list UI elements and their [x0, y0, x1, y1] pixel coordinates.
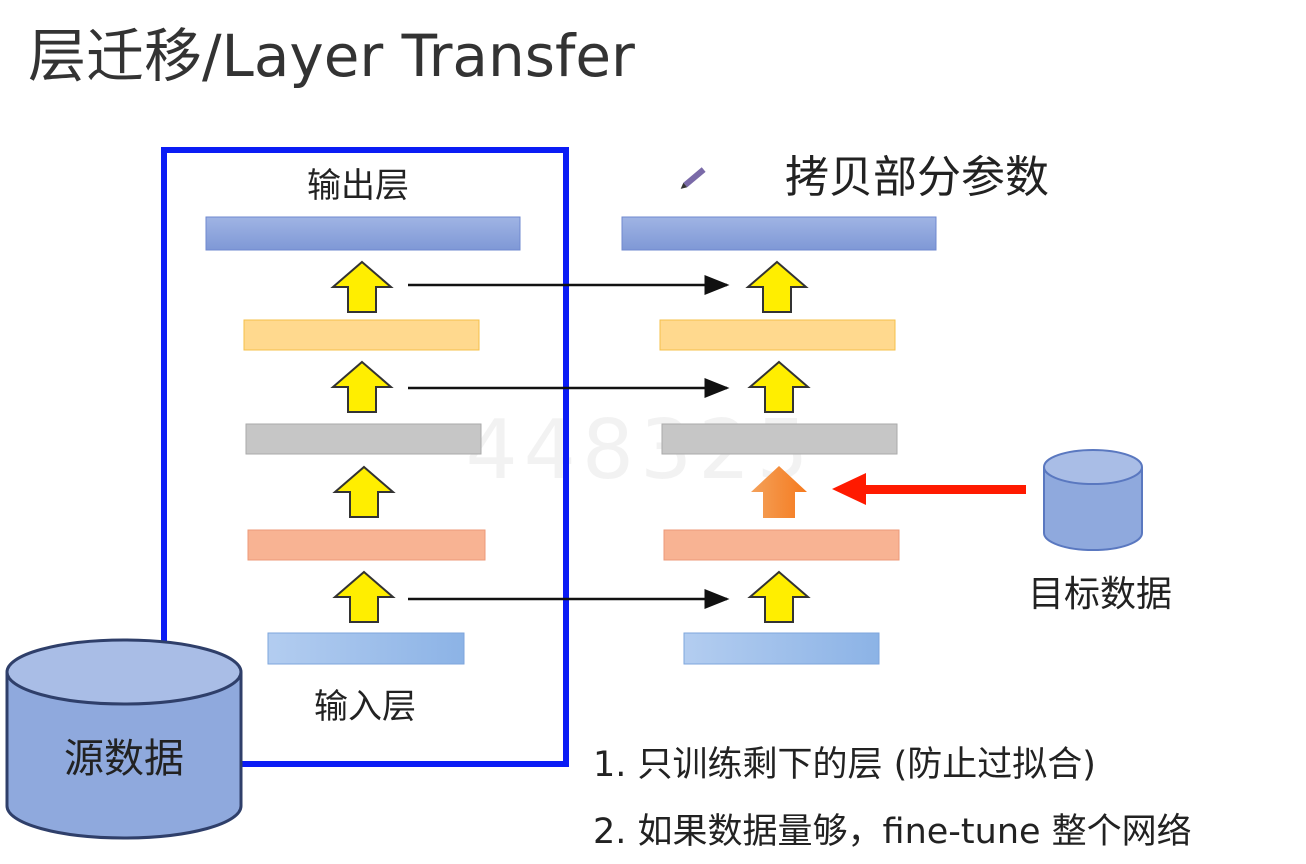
copy-params-label: 拷贝部分参数 — [785, 152, 1049, 203]
up-arrow-icon — [332, 261, 392, 313]
note-1: 1. 只训练剩下的层 (防止过拟合) — [593, 745, 1096, 785]
source-input-layer — [267, 632, 465, 665]
output-layer-label: 输出层 — [307, 166, 409, 206]
target-hidden-layer-1 — [663, 529, 900, 561]
up-arrow-icon — [334, 466, 394, 518]
up-arrow-icon — [747, 261, 807, 313]
input-layer-label: 输入层 — [314, 687, 416, 727]
note-2: 2. 如果数据量够，fine-tune 整个网络 — [593, 812, 1192, 852]
trained-up-arrow-icon — [751, 466, 807, 518]
target-data-cylinder-icon — [1043, 449, 1143, 551]
target-hidden-layer-2 — [661, 423, 898, 455]
target-data-arrow — [832, 473, 1026, 505]
source-output-layer — [205, 216, 521, 251]
target-input-layer — [683, 632, 880, 665]
source-network-frame — [161, 147, 569, 767]
target-output-layer — [621, 216, 937, 251]
source-hidden-layer-2 — [245, 423, 482, 455]
target-data-label: 目标数据 — [1028, 574, 1172, 615]
pencil-icon — [680, 167, 706, 189]
up-arrow-icon — [332, 361, 392, 413]
source-data-label: 源数据 — [64, 736, 184, 782]
source-hidden-layer-1 — [247, 529, 486, 561]
source-data-cylinder-icon — [5, 638, 243, 840]
up-arrow-icon — [749, 571, 809, 623]
page-title: 层迁移/Layer Transfer — [28, 22, 635, 90]
target-hidden-layer-3 — [659, 319, 896, 351]
up-arrow-icon — [334, 571, 394, 623]
source-hidden-layer-3 — [243, 319, 480, 351]
